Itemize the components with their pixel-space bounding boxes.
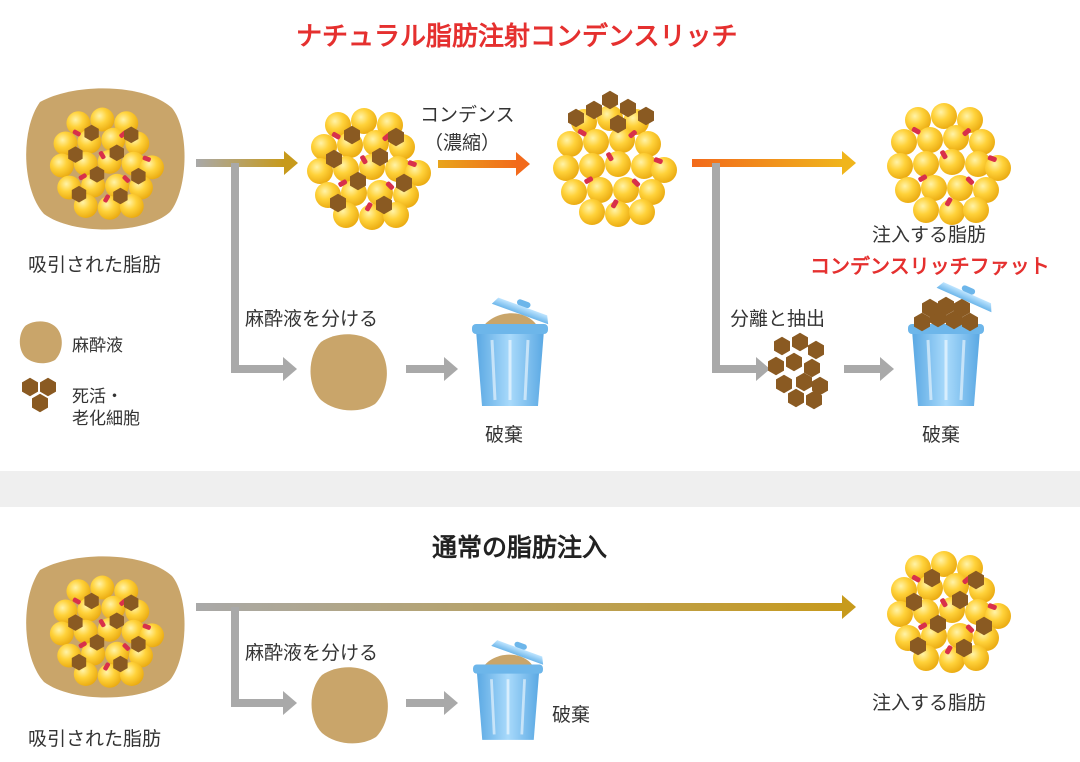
top-anesthetic-blob — [310, 334, 387, 411]
top-arrow-to-bin-left — [406, 357, 458, 381]
top-arrow-to-condense — [196, 151, 298, 175]
bottom-title: 通常の脂肪注入 — [432, 533, 608, 562]
top-trash-bin-right — [906, 275, 998, 408]
top-branch-extract — [712, 163, 770, 381]
condense-sub-label: （濃縮） — [424, 132, 501, 154]
bottom-branch-anesthetic — [231, 607, 297, 715]
condense-rich-fat-label: コンデンスリッチファット — [810, 254, 1050, 278]
bottom-arrow-to-inject — [196, 595, 856, 619]
top-dead-cells-extracted — [768, 332, 828, 410]
top-source-label: 吸引された脂肪 — [28, 254, 162, 276]
legend-dead-cell-icon — [22, 377, 56, 413]
bottom-arrow-to-bin — [406, 691, 458, 715]
top-branch-anesthetic — [231, 163, 297, 381]
bottom-trash-bin — [471, 633, 548, 742]
legend-dead-cells-label-1: 死活・ — [72, 387, 123, 407]
legend-anesthetic-icon — [19, 321, 62, 364]
top-discard-label-left: 破棄 — [485, 424, 524, 446]
top-arrow-to-inject — [692, 151, 856, 175]
top-arrow-to-bin-right — [844, 357, 894, 381]
top-title: ナチュラル脂肪注射コンデンスリッチ — [296, 22, 738, 52]
top-separate-label: 麻酔液を分ける — [245, 308, 379, 330]
bottom-source-fat — [26, 556, 185, 698]
legend-dead-cells-label-2: 老化細胞 — [72, 409, 140, 429]
top-source-fat — [26, 88, 185, 230]
section-divider — [0, 471, 1080, 507]
bottom-discard-label: 破棄 — [552, 704, 591, 726]
top-trash-bin-left — [470, 290, 553, 408]
top-inject-label: 注入する脂肪 — [872, 224, 987, 246]
bottom-inject-fat — [887, 551, 1011, 673]
top-cluster-condensed — [553, 90, 677, 227]
condense-label: コンデンス — [420, 104, 515, 126]
extract-label: 分離と抽出 — [730, 308, 826, 330]
bottom-anesthetic-blob — [311, 667, 388, 744]
bottom-source-label: 吸引された脂肪 — [28, 728, 162, 750]
bottom-inject-label: 注入する脂肪 — [872, 692, 987, 714]
legend-anesthetic-label: 麻酔液 — [72, 336, 123, 356]
condense-arrow — [438, 152, 530, 176]
top-discard-label-right: 破棄 — [922, 424, 961, 446]
top-cluster-pre — [307, 108, 431, 230]
top-inject-fat — [887, 103, 1011, 225]
bottom-separate-label: 麻酔液を分ける — [245, 642, 379, 664]
